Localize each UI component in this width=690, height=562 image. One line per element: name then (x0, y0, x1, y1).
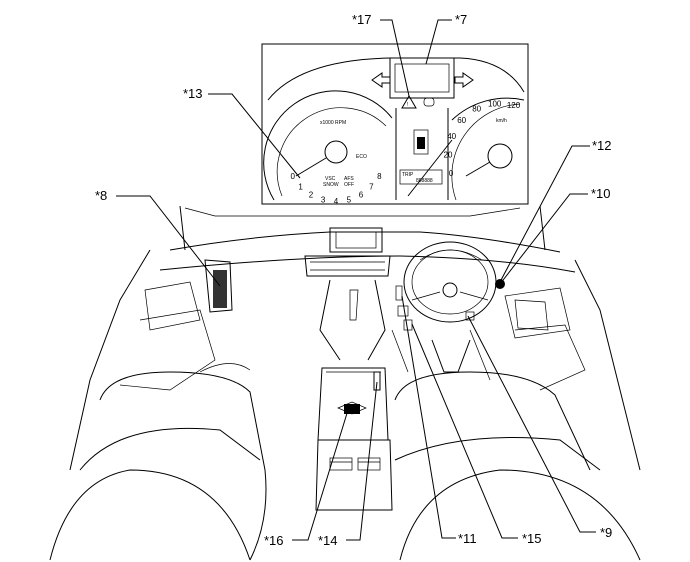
callout-12: *12 (592, 138, 612, 153)
tachometer-tick-2: 2 (309, 190, 314, 199)
callout-8: *8 (95, 188, 107, 203)
callout-15: *15 (522, 531, 542, 546)
tachometer-tick-6: 6 (359, 190, 364, 199)
callout-11: *11 (458, 531, 477, 546)
leader-lines (116, 19, 596, 541)
callout-10: *10 (591, 186, 611, 201)
interior-drawing (49, 205, 641, 561)
speedometer-tick-3: 60 (457, 116, 466, 125)
odometer-value: 888888 (416, 178, 433, 184)
svg-text:!: ! (407, 102, 408, 108)
callout-14: *14 (318, 533, 338, 548)
callout-16: *16 (264, 533, 284, 548)
callout-labels: *17 *7 *13 *12 *8 *10 *16 *14 *11 *15 *9 (95, 12, 612, 548)
callout-17: *17 (352, 12, 372, 27)
odometer-prefix: TRIP (402, 172, 414, 178)
speedometer-unit: km/h (496, 118, 507, 124)
tachometer-tick-5: 5 (347, 195, 352, 204)
tachometer-tick-8: 8 (377, 172, 382, 181)
tachometer-unit: x1000 RPM (320, 120, 346, 126)
speedometer-tick-5: 100 (488, 99, 502, 108)
tachometer-tick-0: 0 (290, 172, 295, 181)
callout-7: *7 (455, 12, 467, 27)
tachometer-tick-3: 3 (321, 195, 326, 204)
speedometer-tick-1: 20 (444, 150, 453, 159)
eco-indicator: ECO (356, 154, 367, 160)
tachometer-tick-4: 4 (334, 197, 339, 206)
tachometer-tick-1: 1 (298, 183, 303, 192)
tachometer-tick-7: 7 (369, 183, 374, 192)
speedometer-tick-0: 0 (449, 169, 454, 178)
speedometer-tick-4: 80 (472, 105, 481, 114)
callout-13: *13 (183, 86, 203, 101)
svg-text:SNOW: SNOW (323, 182, 339, 188)
vsc-snow-indicator: VSC (325, 176, 336, 182)
callout-9: *9 (600, 525, 612, 540)
svg-text:OFF: OFF (344, 182, 354, 188)
speedometer-tick-2: 40 (447, 132, 456, 141)
speedometer-tick-6: 120 (507, 101, 521, 110)
afs-off-indicator: AFS (344, 176, 354, 182)
